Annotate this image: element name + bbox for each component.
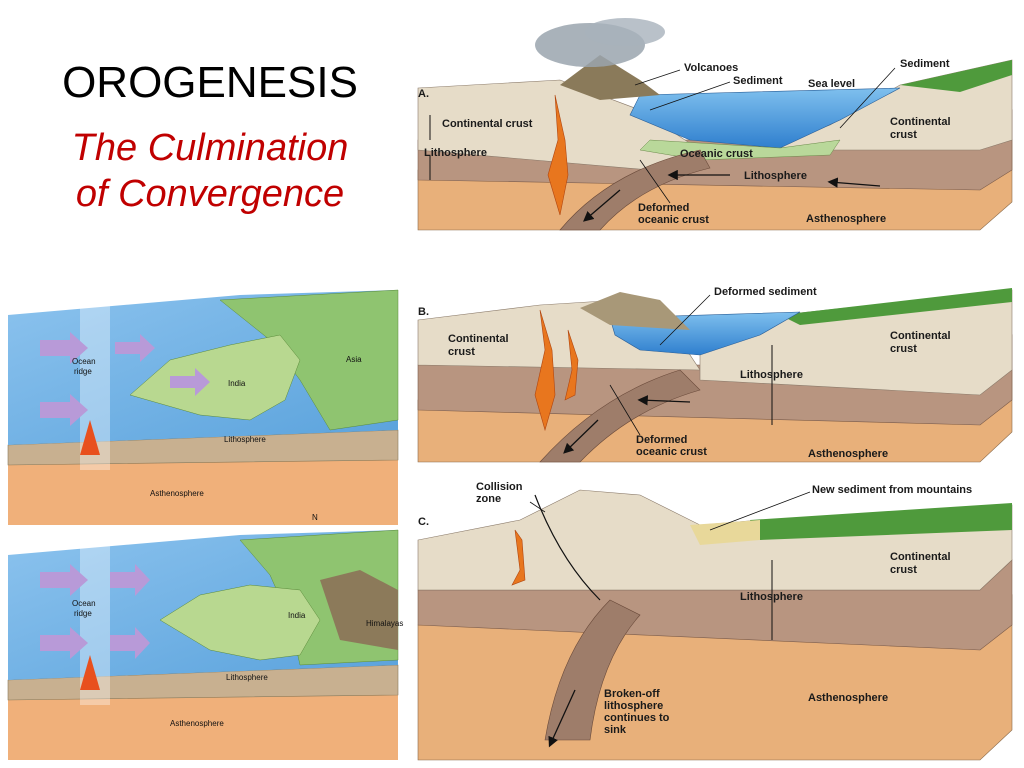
label-b-continental-left-2: crust	[448, 346, 475, 358]
label-collision-1: Collision	[476, 481, 523, 493]
label-a-continental-right-2: crust	[890, 129, 917, 141]
panel-c-art	[417, 489, 1013, 761]
label-a-asthenosphere: Asthenosphere	[806, 213, 887, 225]
panel-a-magma	[547, 94, 569, 216]
panel-b-slab	[539, 369, 701, 463]
panel-a-letter: A.	[418, 88, 429, 100]
label-broken-1: Broken-off	[604, 688, 660, 700]
label-a-deformed-2: oceanic crust	[638, 214, 709, 226]
map-top-ocean-1: Ocean	[72, 357, 96, 366]
label-a-deformed-1: Deformed	[638, 202, 690, 214]
slide-title: OROGENESIS	[62, 58, 358, 107]
label-collision-2: zone	[476, 493, 502, 505]
slide-subtitle: The Culmination of Convergence	[20, 126, 400, 217]
label-b-deformed-1: Deformed	[636, 434, 688, 446]
label-broken-2: lithosphere	[604, 700, 664, 712]
label-sediment-left: Sediment	[733, 75, 783, 87]
map-top-asthenosphere: Asthenosphere	[150, 489, 204, 498]
map-bottom-asthenosphere	[8, 695, 398, 760]
map-bottom-himalayas: Himalayas	[366, 619, 404, 628]
panel-c-sediment	[690, 520, 760, 545]
label-a-lithosphere-mid: Lithosphere	[744, 170, 807, 182]
panel-c-magma	[511, 529, 526, 586]
map-bottom-ocean-1: Ocean	[72, 599, 96, 608]
map-top-india: India	[228, 379, 246, 388]
map-top-asthenosphere	[8, 460, 398, 525]
subtitle-line-2: of Convergence	[75, 172, 345, 215]
map-top-ocean-2: ridge	[74, 367, 92, 376]
label-a-lithosphere-left: Lithosphere	[424, 147, 487, 159]
subtitle-line-1: The Culmination	[71, 127, 349, 169]
panel-b-right-land	[780, 288, 1012, 325]
panel-a-art	[417, 18, 1013, 231]
map-top-india	[129, 334, 301, 421]
label-a-continental-right-1: Continental	[890, 116, 951, 128]
map-bottom-art	[7, 529, 399, 760]
label-sediment-right: Sediment	[900, 58, 950, 70]
label-c-lithosphere: Lithosphere	[740, 591, 803, 603]
map-bottom-asthenosphere: Asthenosphere	[170, 719, 224, 728]
map-bottom-india: India	[288, 611, 306, 620]
label-b-continental-right-1: Continental	[890, 330, 951, 342]
label-b-asthenosphere: Asthenosphere	[808, 448, 889, 460]
label-volcanoes: Volcanoes	[684, 62, 739, 74]
panel-c-letter: C.	[418, 516, 429, 528]
label-new-sediment: New sediment from mountains	[812, 484, 973, 496]
panel-a-right-land	[900, 60, 1012, 92]
panel-b-mountains	[580, 292, 690, 330]
label-broken-3: continues to	[604, 712, 670, 724]
label-c-asthenosphere: Asthenosphere	[808, 692, 889, 704]
label-c-continental-right-2: crust	[890, 564, 917, 576]
map-top-north: N	[312, 513, 318, 522]
map-bottom-ocean-2: ridge	[74, 609, 92, 618]
label-b-continental-left-1: Continental	[448, 333, 509, 345]
label-b-continental-right-2: crust	[890, 343, 917, 355]
label-broken-4: sink	[604, 724, 627, 736]
label-c-continental-right-1: Continental	[890, 551, 951, 563]
label-oceanic-crust: Oceanic crust	[680, 148, 753, 160]
map-top-lithosphere: Lithosphere	[224, 435, 266, 444]
panel-c-right-land	[750, 503, 1012, 540]
map-bottom-himalayas	[320, 570, 398, 650]
label-a-continental-crust-left: Continental crust	[442, 118, 533, 130]
map-bottom-india	[159, 584, 321, 661]
label-deformed-sediment: Deformed sediment	[714, 286, 817, 298]
panel-b-art	[417, 288, 1013, 463]
label-b-deformed-2: oceanic crust	[636, 446, 707, 458]
map-top-art	[7, 289, 399, 525]
map-top-asia: Asia	[346, 355, 362, 364]
panel-b-letter: B.	[418, 306, 429, 318]
panel-b-magma	[534, 309, 556, 432]
label-sea-level: Sea level	[808, 78, 856, 90]
label-b-lithosphere: Lithosphere	[740, 369, 803, 381]
map-bottom-lithosphere: Lithosphere	[226, 673, 268, 682]
